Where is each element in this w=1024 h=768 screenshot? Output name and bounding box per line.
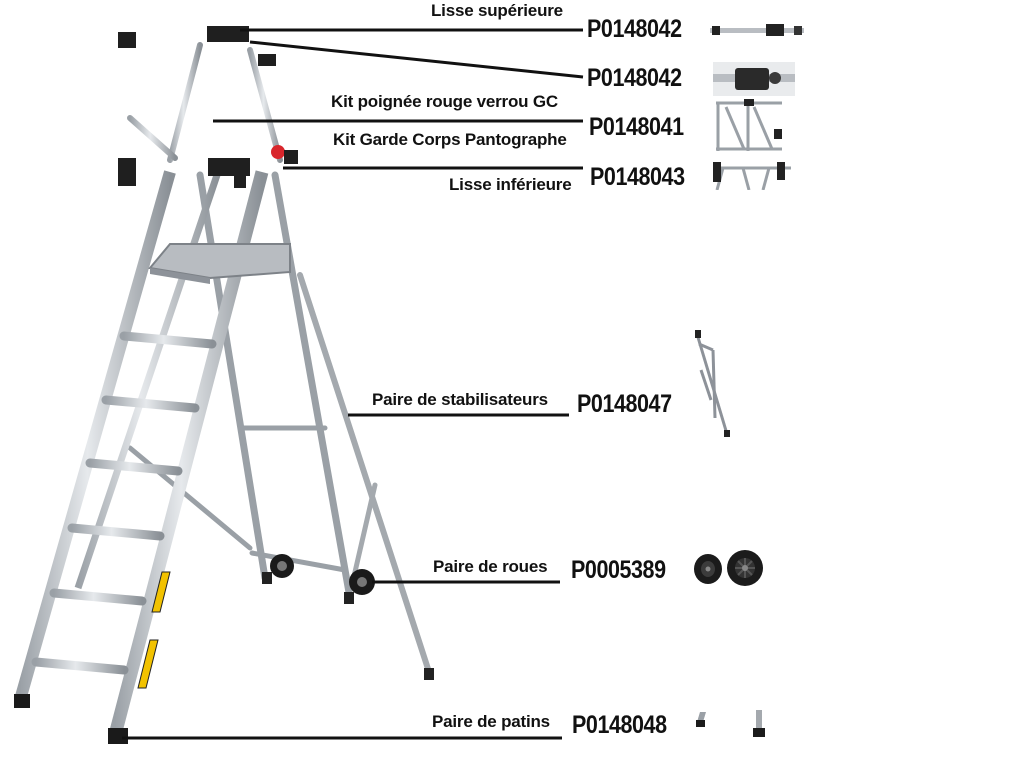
label-patins: Paire de patins: [432, 712, 550, 731]
top-rail-icon: [710, 22, 804, 40]
platform-tray: [148, 243, 291, 284]
ladder-steps: [31, 331, 217, 675]
red-lock-handle: [271, 145, 298, 164]
ref-lisse-inferieure: P0148043: [590, 163, 685, 191]
label-kit-poignee: Kit poignée rouge verrou GC: [331, 92, 558, 111]
leader-lines: [122, 28, 584, 740]
label-lisse-inferieure: Lisse inférieure: [449, 175, 572, 194]
ref-patins: P0148048: [572, 711, 667, 739]
stabilizer-icon: [693, 330, 731, 438]
bottom-rail-icon: [713, 158, 791, 190]
label-stabilisateurs: Paire de stabilisateurs: [372, 390, 548, 409]
ref-roues: P0005389: [571, 556, 666, 584]
guardrail-clamps: [118, 26, 276, 188]
label-roues: Paire de roues: [433, 557, 548, 576]
stabilizer-foot: [424, 668, 434, 680]
wheel-icon: [690, 548, 766, 588]
label-lisse-superieure: Lisse supérieure: [431, 1, 563, 20]
stile-foot-left: [14, 694, 30, 708]
ref-kit-poignee: P0148042: [587, 64, 682, 92]
guardrail-frame: [120, 35, 325, 170]
stile-foot-right: [108, 728, 128, 744]
foot-pad-icon: [694, 708, 770, 740]
ref-stabilisateurs: P0148047: [577, 390, 672, 418]
pantograph-guardrail-icon: [714, 99, 784, 154]
red-lock-handle-icon: [713, 62, 795, 96]
ladder-wheels: [262, 554, 375, 604]
ref-kit-garde-corps: P0148041: [589, 113, 684, 141]
stabilizer-arm: [297, 272, 433, 678]
ref-lisse-superieure: P0148042: [587, 15, 682, 43]
stile-stickers: [137, 571, 171, 689]
label-kit-garde-corps: Kit Garde Corps Pantographe: [333, 130, 567, 149]
